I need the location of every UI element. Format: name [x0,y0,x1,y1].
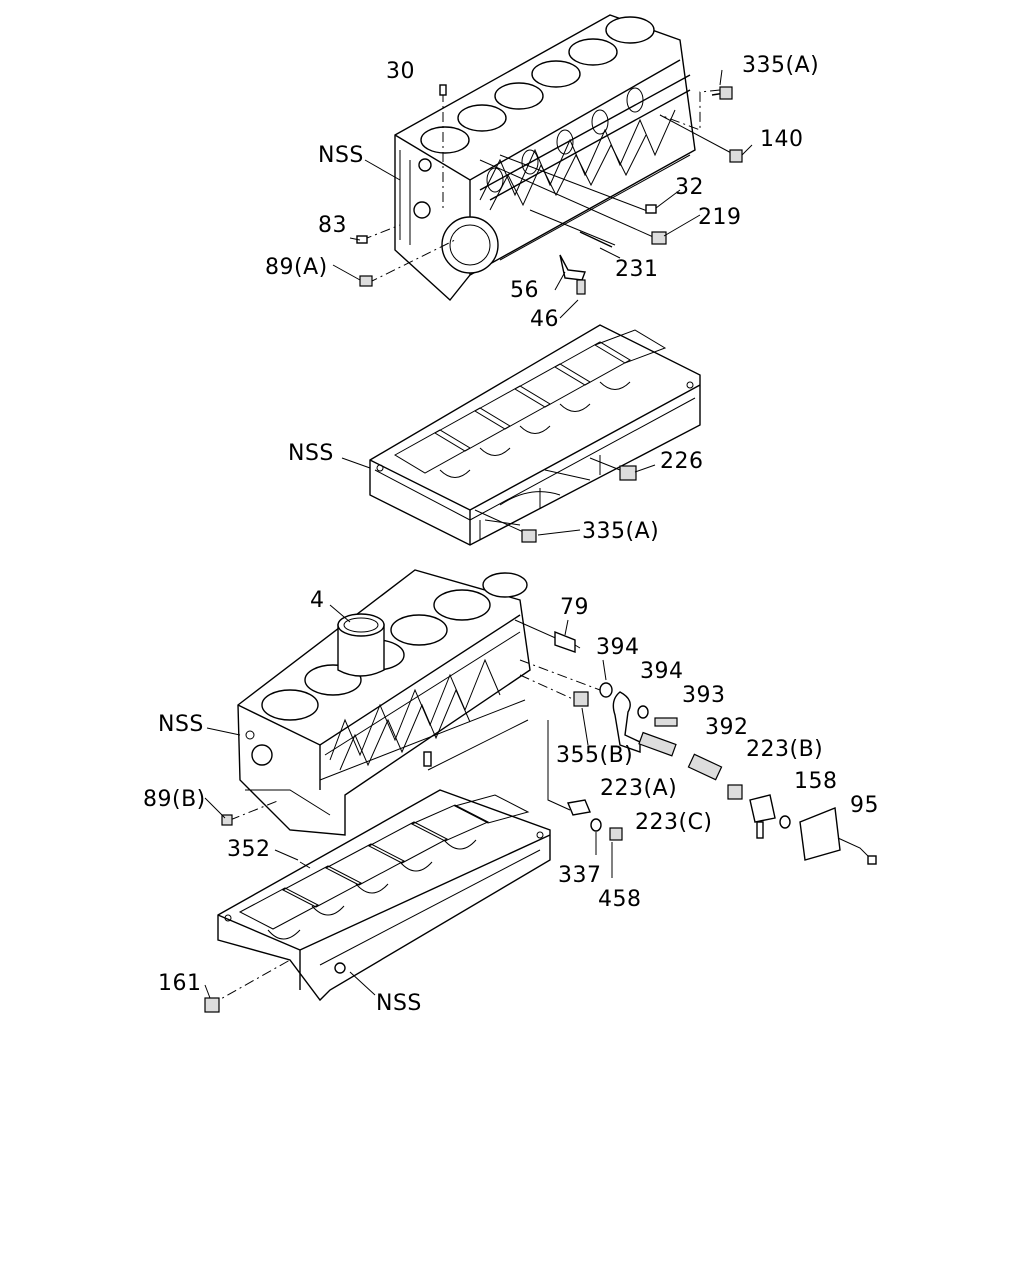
eyebolt-pipe [612,691,641,753]
label-95: 95 [850,793,879,818]
label-458: 458 [598,887,642,912]
cylinder-bores-top [420,16,655,154]
plug-219 [651,231,667,245]
label-89a: 89(A) [265,255,328,280]
label-158: 158 [794,769,838,794]
bolt-46 [576,279,586,295]
label-355b: 355(B) [556,743,633,768]
part-labels: 30 335(A) 140 NSS 32 219 83 89(A) 231 56… [143,53,879,1016]
block-223c [749,794,776,823]
crankcase [369,324,701,546]
washer-394b [637,705,649,719]
label-335a-mid: 335(A) [582,519,659,544]
label-46: 46 [530,307,559,332]
pipe-392 [638,731,677,757]
label-392: 392 [705,715,749,740]
label-nss-mid: NSS [288,441,334,466]
label-32: 32 [675,175,704,200]
washer-158 [779,815,791,829]
fitting-223b [727,784,743,800]
label-337: 337 [558,863,602,888]
plug-355b [573,691,589,707]
label-393: 393 [682,683,726,708]
label-231: 231 [615,257,659,282]
union-392 [687,753,723,781]
plug-335a-top [719,86,733,100]
dowel-pin-30 [439,84,447,96]
label-56: 56 [510,278,539,303]
label-161: 161 [158,971,202,996]
bracket-56 [559,254,586,281]
lower-crankcase-bays [238,794,530,940]
label-140: 140 [760,127,804,152]
lower-crankcase [217,789,551,1002]
plug-458 [609,827,623,841]
label-352: 352 [227,837,271,862]
label-335a-top: 335(A) [742,53,819,78]
upper-cylinder-block [394,14,696,302]
label-223a: 223(A) [600,776,677,801]
label-30: 30 [386,59,415,84]
lower-cylinder-block [237,569,531,836]
cylinder-liner-4 [337,613,385,677]
plug-335a-mid [521,529,537,543]
crankcase-bays [394,329,667,478]
pin-32 [645,204,657,214]
washer-337 [590,818,602,832]
sensor-95 [799,807,841,861]
label-394-b: 394 [640,659,684,684]
sensor-79 [554,630,576,653]
label-nss-top: NSS [318,143,364,168]
label-89b: 89(B) [143,787,206,812]
washer-394a [599,682,613,698]
label-leaders [204,69,753,999]
label-219: 219 [698,205,742,230]
label-83: 83 [318,213,347,238]
label-4: 4 [310,588,325,613]
crankcase-callouts [474,457,637,543]
plug-89b [221,814,233,826]
bolt-393 [654,717,678,727]
label-394-a: 394 [596,635,640,660]
fitting-223a [567,799,591,816]
label-nss-lower: NSS [158,712,204,737]
upper-block-callouts [356,84,743,295]
plug-161 [204,997,220,1013]
label-223c: 223(C) [635,810,713,835]
label-nss-bottom: NSS [376,991,422,1016]
bolt-140 [729,149,743,163]
plug-89a [359,275,373,287]
label-79: 79 [560,595,589,620]
lower-callouts [204,619,877,1013]
plug-226 [619,465,637,481]
label-226: 226 [660,449,704,474]
label-223b: 223(B) [746,737,823,762]
